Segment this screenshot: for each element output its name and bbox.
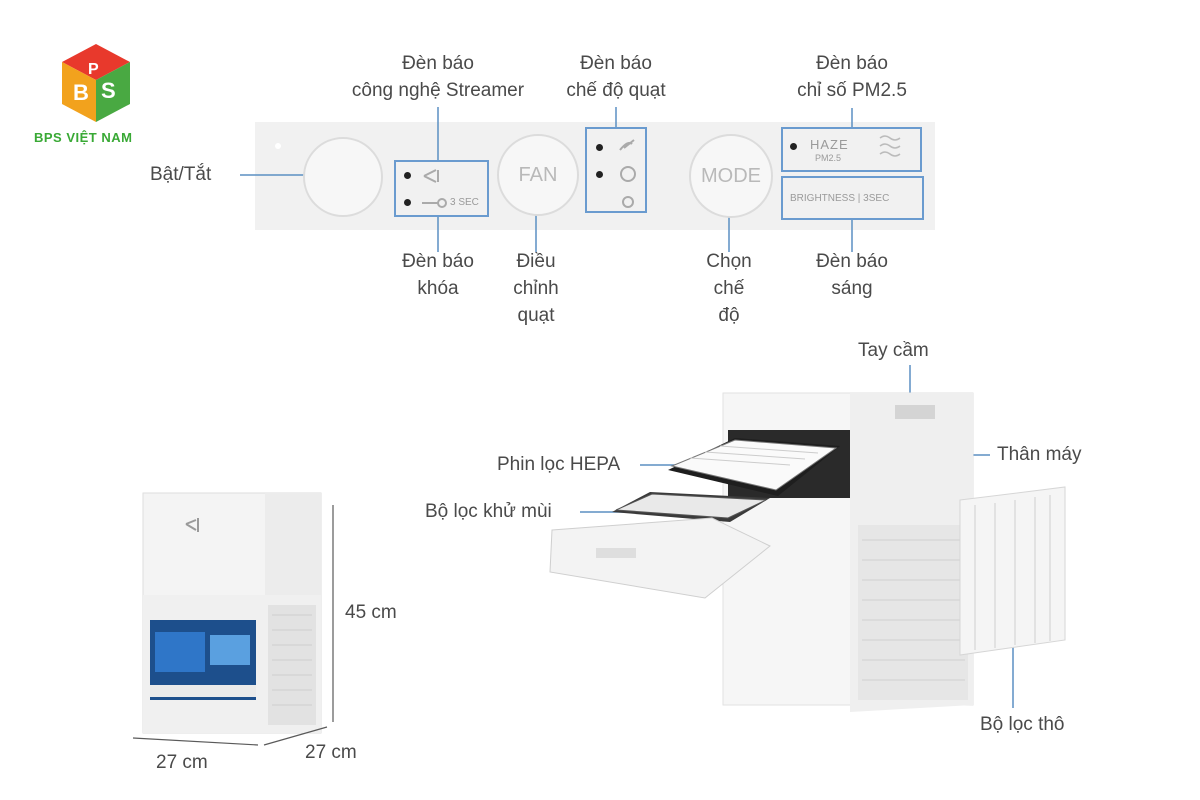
label-fan-adjust-line3: quạt: [517, 305, 555, 326]
purifier-front-view: [142, 492, 322, 734]
streamer-icon: [423, 169, 439, 183]
purifier-exploded-view: [549, 392, 1066, 712]
svg-text:S: S: [101, 78, 116, 103]
label-fan-adjust: Điều chỉnh quạt: [496, 248, 576, 329]
label-lock-line2: khóa: [417, 278, 459, 299]
brightness-text: BRIGHTNESS | 3SEC: [790, 193, 890, 204]
lock-indicator-dot: [404, 199, 411, 206]
label-fan-adjust-line2: chỉnh: [513, 278, 559, 299]
streamer-logo-icon: [185, 518, 199, 532]
fan-button[interactable]: FAN: [497, 134, 579, 216]
brand-name: BPS VIỆT NAM: [34, 130, 133, 145]
label-mode-select-line3: độ: [718, 305, 740, 326]
label-brightness-line2: sáng: [831, 278, 873, 299]
label-body: Thân máy: [997, 444, 1082, 465]
haze-icon: [879, 135, 901, 157]
pm25-indicator-box: [781, 127, 922, 172]
label-pm25-line1: Đèn báo: [816, 53, 888, 74]
label-power: Bật/Tắt: [150, 164, 212, 185]
label-mode-select-line2: chế: [713, 278, 745, 299]
label-fan-mode-line1: Đèn báo: [580, 53, 652, 74]
label-mode-select: Chọn chế độ: [689, 248, 769, 329]
mode-button[interactable]: MODE: [689, 134, 773, 218]
label-width: 27 cm: [156, 752, 208, 773]
label-pm25: Đèn báo chỉ số PM2.5: [782, 50, 922, 104]
label-streamer: Đèn báo công nghệ Streamer: [338, 50, 538, 104]
label-lock-line1: Đèn báo: [402, 251, 474, 272]
streamer-indicator-dot: [404, 172, 411, 179]
label-height: 45 cm: [345, 602, 397, 623]
svg-text:P: P: [88, 61, 99, 78]
brightness-indicator-box: [781, 176, 924, 220]
fan-mode-icons: [619, 139, 636, 208]
fan-button-label: FAN: [518, 163, 558, 186]
label-handle: Tay cầm: [858, 340, 929, 361]
dimension-lines: [132, 505, 334, 746]
brand-logo-icon: B S P: [62, 44, 130, 122]
label-depth: 27 cm: [305, 742, 357, 763]
svg-text:B: B: [73, 80, 89, 105]
label-streamer-line2: công nghệ Streamer: [351, 80, 525, 101]
streamer-lock-indicator-box: [394, 160, 489, 217]
label-fan-adjust-line1: Điều: [516, 251, 556, 272]
label-fan-mode: Đèn báo chế độ quạt: [556, 50, 676, 104]
power-button[interactable]: [303, 137, 383, 217]
fan-mode-dot-2: [596, 171, 603, 178]
lock-hint-text: 3 SEC: [450, 197, 479, 208]
label-deodorizer: Bộ lọc khử mùi: [425, 501, 552, 522]
label-prefilter: Bộ lọc thô: [980, 714, 1065, 735]
label-streamer-line1: Đèn báo: [402, 53, 474, 74]
label-lock: Đèn báo khóa: [388, 248, 488, 302]
mode-button-label: MODE: [701, 164, 761, 187]
label-hepa: Phin lọc HEPA: [497, 454, 621, 475]
handle-slot: [895, 405, 935, 419]
label-mode-select-line1: Chọn: [706, 251, 752, 272]
label-brightness-line1: Đèn báo: [816, 251, 888, 272]
haze-text: HAZE: [810, 137, 849, 152]
label-brightness: Đèn báo sáng: [802, 248, 902, 302]
fan-mode-indicator-box: [585, 127, 647, 213]
fan-mode-dot-1: [596, 144, 603, 151]
label-pm25-line2: chỉ số PM2.5: [797, 80, 907, 101]
lock-icon: [422, 198, 447, 208]
label-fan-mode-line2: chế độ quạt: [566, 80, 666, 101]
pm25-small-text: PM2.5: [815, 153, 842, 163]
pm25-indicator-dot: [790, 143, 797, 150]
